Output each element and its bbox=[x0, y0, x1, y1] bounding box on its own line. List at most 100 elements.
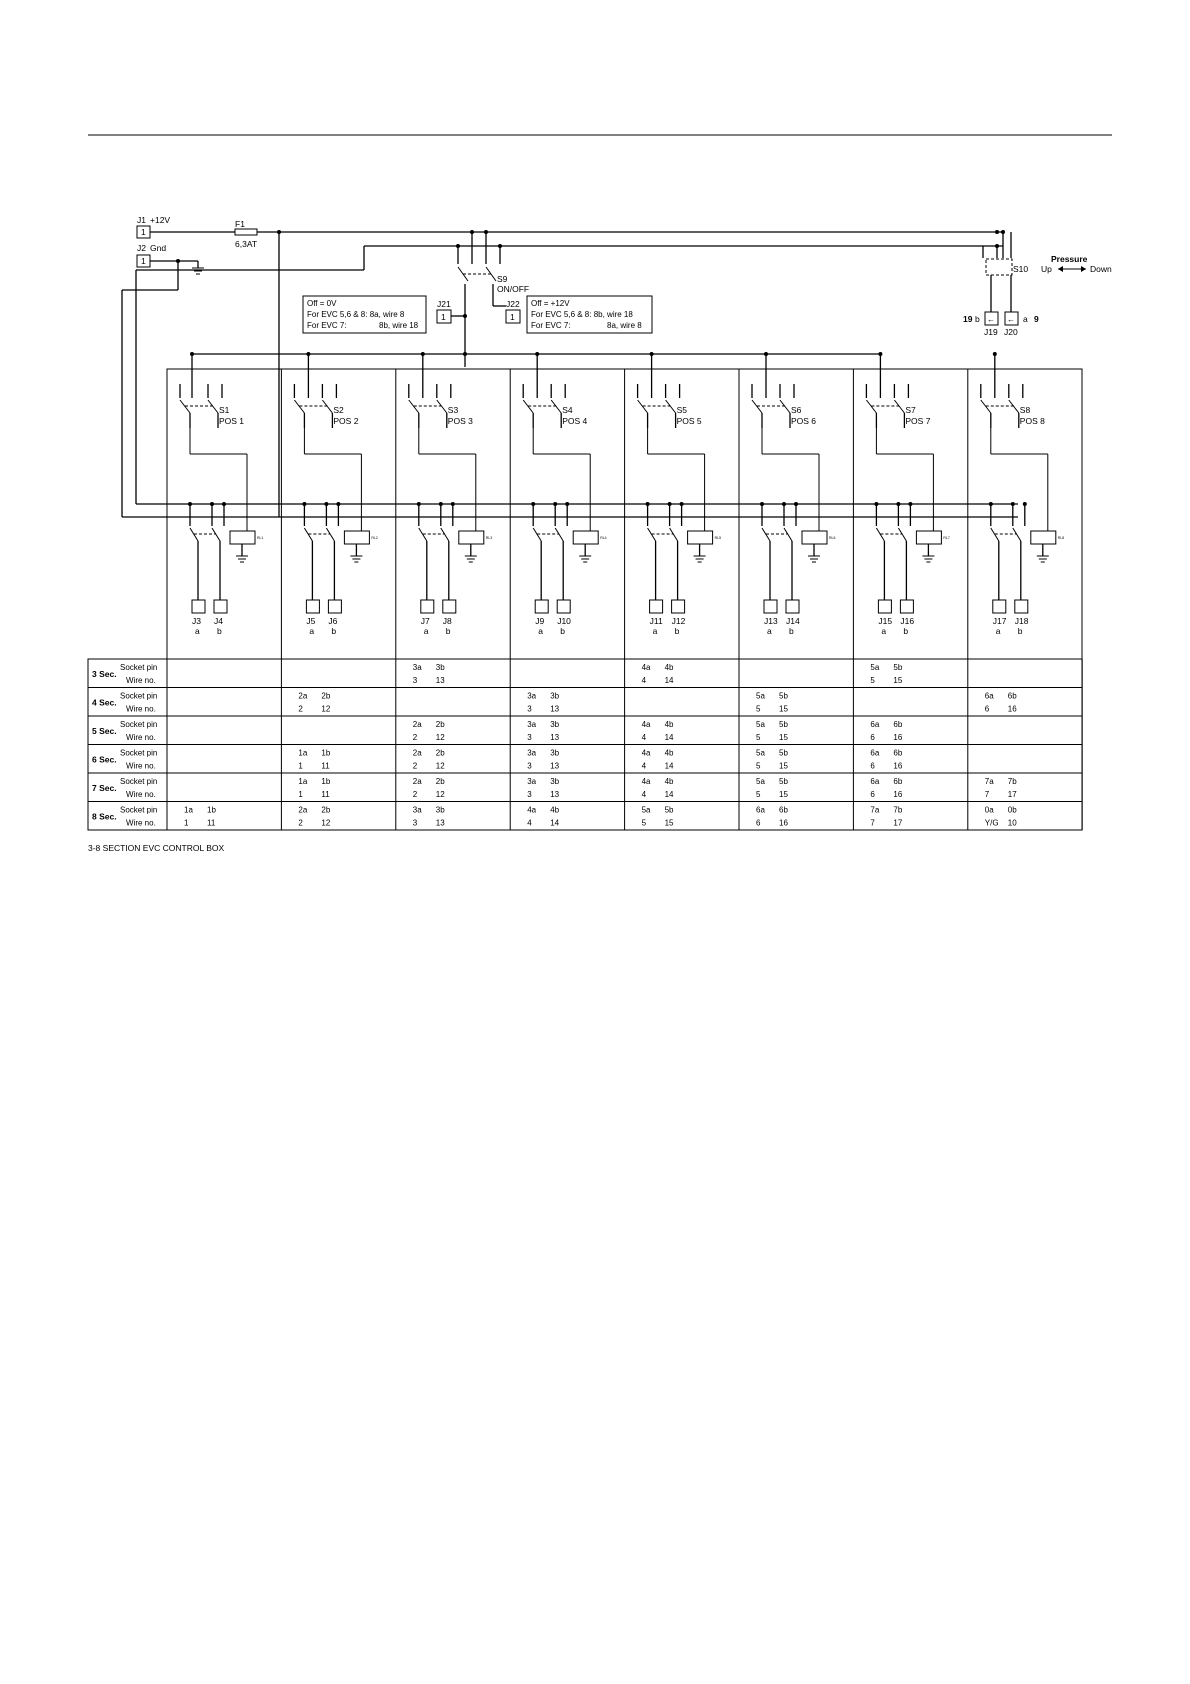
j20-num: 9 bbox=[1034, 314, 1039, 324]
table-cell: 3a bbox=[413, 663, 422, 672]
table-cell: 5b bbox=[779, 749, 788, 758]
row-wire-label: Wire no. bbox=[126, 819, 156, 828]
table-cell: 11 bbox=[207, 819, 216, 828]
j2-pin: 1 bbox=[141, 256, 146, 266]
table-cell: 2a bbox=[413, 720, 422, 729]
table-cell: 7 bbox=[870, 819, 875, 828]
connector-label: J18 bbox=[1015, 616, 1029, 626]
j1-voltage: +12V bbox=[150, 215, 170, 225]
table-cell: 7a bbox=[870, 806, 879, 815]
fuse-rating: 6,3AT bbox=[235, 239, 257, 249]
switch-7-label: S7 bbox=[905, 405, 916, 415]
table-cell: 2 bbox=[413, 733, 418, 742]
pressure-up: Up bbox=[1041, 264, 1052, 274]
table-cell: 3 bbox=[527, 733, 532, 742]
table-cell: 15 bbox=[779, 762, 788, 771]
table-cell: 5 bbox=[642, 819, 647, 828]
connector-j10 bbox=[556, 599, 571, 614]
relay-coil-3 bbox=[458, 530, 485, 545]
switch-7-position: POS 7 bbox=[905, 416, 930, 426]
table-cell: 5 bbox=[870, 676, 875, 685]
table-cell: 14 bbox=[665, 762, 674, 771]
table-cell: 13 bbox=[436, 676, 445, 685]
table-cell: 13 bbox=[550, 762, 559, 771]
table-cell: 3b bbox=[550, 777, 559, 786]
j20-label: J20 bbox=[1004, 327, 1018, 337]
table-cell: 4b bbox=[550, 806, 559, 815]
table-cell: 1b bbox=[321, 749, 330, 758]
table-cell: 2b bbox=[321, 692, 330, 701]
connector-label: J4 bbox=[214, 616, 223, 626]
table-cell: 3b bbox=[550, 749, 559, 758]
j20-connector bbox=[1004, 311, 1019, 326]
j22-pin: 1 bbox=[510, 312, 515, 322]
connector-j6 bbox=[327, 599, 342, 614]
pin-letter: b bbox=[675, 626, 680, 636]
table-cell: 1 bbox=[184, 819, 189, 828]
table-cell: 3b bbox=[550, 720, 559, 729]
pin-letter: a bbox=[653, 626, 658, 636]
connector-j12 bbox=[671, 599, 686, 614]
table-cell: 12 bbox=[436, 762, 445, 771]
relay-label-8: RL8 bbox=[1058, 536, 1064, 540]
table-cell: 5 bbox=[756, 733, 761, 742]
row-socket-label: Socket pin bbox=[120, 663, 157, 672]
connector-j17 bbox=[992, 599, 1007, 614]
row-label: 4 Sec. bbox=[92, 698, 117, 708]
figure-caption: 3-8 SECTION EVC CONTROL BOX bbox=[88, 843, 225, 853]
row-label: 8 Sec. bbox=[92, 812, 117, 822]
table-cell: 2b bbox=[436, 720, 445, 729]
connector-j9 bbox=[534, 599, 549, 614]
pressure-switch: S10 Pressure Up Down 19 b ← J19 ← a 9 J2… bbox=[963, 230, 1112, 337]
master-switch: S9 ON/OFF J21 1 J22 1 Off = 0V For EVC 5… bbox=[302, 232, 653, 354]
j20-arrow-icon: ← bbox=[1007, 315, 1015, 324]
connector-j16 bbox=[899, 599, 914, 614]
relay-label-1: RL1 bbox=[257, 536, 263, 540]
table-cell: 5a bbox=[756, 777, 765, 786]
table-cell: 6b bbox=[1008, 692, 1017, 701]
row-wire-label: Wire no. bbox=[126, 762, 156, 771]
connector-label: J9 bbox=[535, 616, 544, 626]
table-cell: 5a bbox=[756, 720, 765, 729]
pin-letter: b bbox=[789, 626, 794, 636]
relay-label-4: RL4 bbox=[600, 536, 606, 540]
j19-connector bbox=[984, 311, 999, 326]
switch-4-position: POS 4 bbox=[562, 416, 587, 426]
connector-j13 bbox=[763, 599, 778, 614]
table-cell: 17 bbox=[1008, 790, 1017, 799]
switch-3-position: POS 3 bbox=[448, 416, 473, 426]
table-cell: 12 bbox=[321, 705, 330, 714]
note-off-0v-line1: Off = 0V bbox=[307, 299, 337, 308]
relay-coil-7 bbox=[915, 530, 942, 545]
table-cell: 4 bbox=[642, 676, 647, 685]
table-cell: 13 bbox=[550, 733, 559, 742]
table-cell: 3 bbox=[527, 790, 532, 799]
connector-label: J14 bbox=[786, 616, 800, 626]
table-cell: 11 bbox=[321, 762, 330, 771]
table-cell: 5a bbox=[756, 749, 765, 758]
j20-letter: a bbox=[1023, 314, 1028, 324]
pressure-down: Down bbox=[1090, 264, 1112, 274]
switch-2-position: POS 2 bbox=[333, 416, 358, 426]
table-cell: 12 bbox=[321, 819, 330, 828]
row-wire-label: Wire no. bbox=[126, 705, 156, 714]
relay-label-6: RL6 bbox=[829, 536, 835, 540]
table-cell: 4a bbox=[527, 806, 536, 815]
fuse-symbol bbox=[234, 228, 258, 236]
s9-label: S9 bbox=[497, 274, 508, 284]
table-cell: 2b bbox=[321, 806, 330, 815]
table-cell: 16 bbox=[893, 733, 902, 742]
j22-connector bbox=[505, 309, 521, 324]
row-label: 5 Sec. bbox=[92, 726, 117, 736]
table-cell: 3 bbox=[527, 762, 532, 771]
connector-j4 bbox=[213, 599, 228, 614]
table-cell: 12 bbox=[436, 790, 445, 799]
table-cell: 16 bbox=[1008, 705, 1017, 714]
table-cell: 6b bbox=[779, 806, 788, 815]
row-socket-label: Socket pin bbox=[120, 692, 157, 701]
